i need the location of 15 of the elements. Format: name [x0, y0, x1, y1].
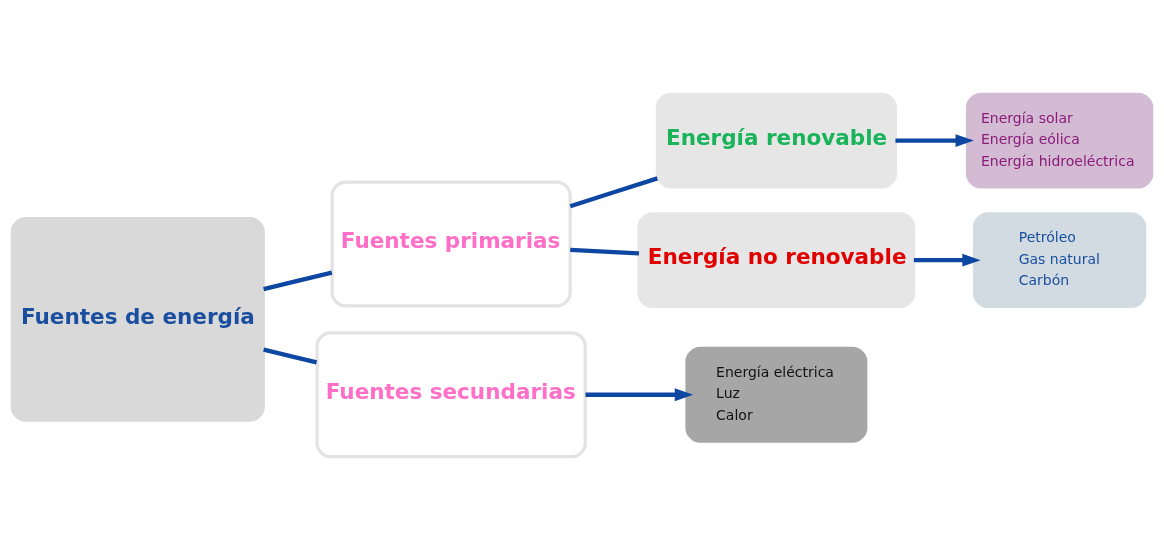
arrow	[585, 387, 694, 401]
connector	[570, 247, 640, 255]
connector	[263, 347, 318, 365]
node-box: Energía no renovable	[637, 211, 916, 308]
connector	[263, 270, 333, 291]
connector	[569, 175, 658, 208]
node-box: Fuentes primarias	[330, 179, 572, 308]
node-box: Petróleo Gas natural Carbón	[972, 211, 1147, 308]
node-box: Fuentes de energía	[10, 216, 265, 422]
node-box: Energía renovable	[655, 92, 897, 189]
arrow	[913, 253, 981, 267]
node-box: Energía eléctrica Luz Calor	[685, 346, 868, 443]
arrow	[895, 133, 974, 147]
node-box: Fuentes secundarias	[315, 330, 587, 458]
node-box: Energía solar Energía eólica Energía hidroeléctrica	[965, 92, 1154, 189]
